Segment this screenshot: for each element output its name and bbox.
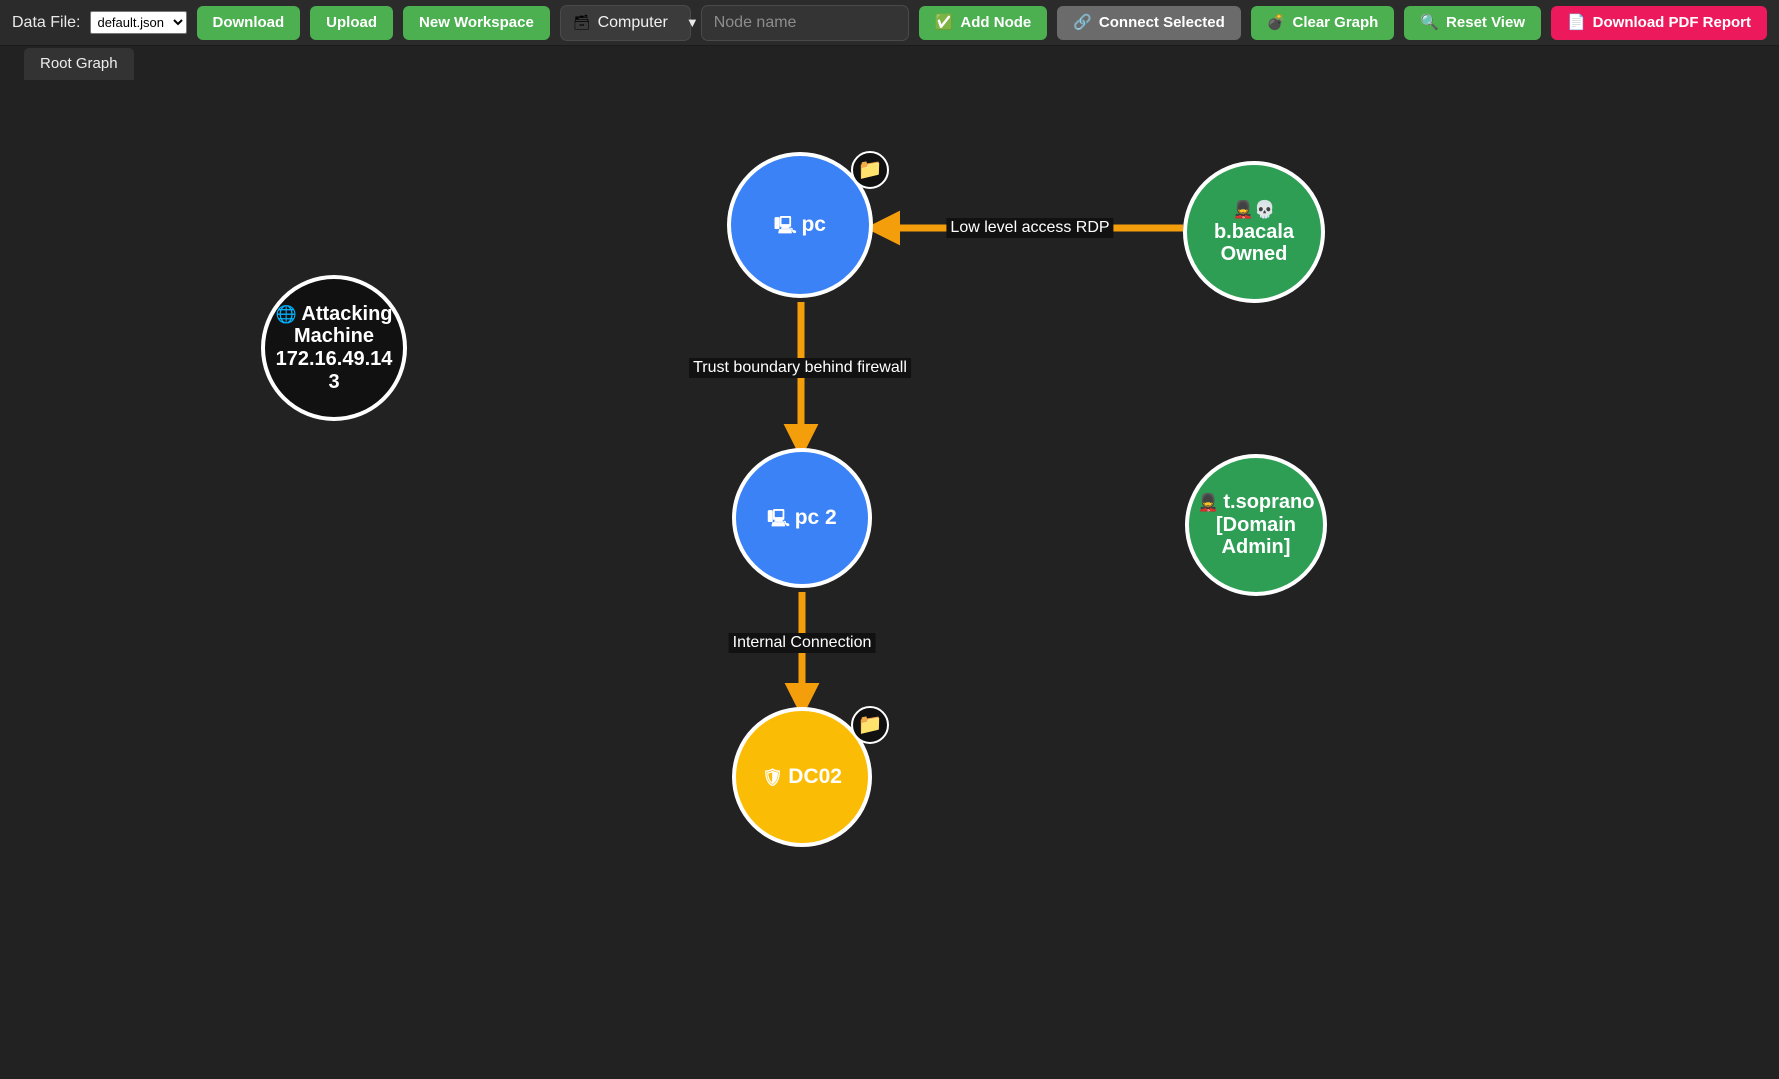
add-node-button[interactable]: ✅ Add Node	[918, 5, 1048, 40]
chevron-down-icon: ▼	[685, 15, 699, 30]
bomb-icon: 💣	[1266, 14, 1286, 31]
add-node-button-label: Add Node	[960, 14, 1032, 31]
globe-emoji: 🌐	[275, 304, 302, 324]
folder-badge-icon[interactable]: 📁	[851, 150, 890, 189]
toolbar: Data File: default.json Download Upload …	[0, 0, 1779, 46]
download-pdf-report-button-label: Download PDF Report	[1592, 14, 1751, 31]
graph-node-tsoprano[interactable]: 💂 t.soprano [Domain Admin]	[1185, 454, 1327, 596]
reset-view-button-label: Reset View	[1446, 14, 1525, 31]
edge-label[interactable]: Internal Connection	[728, 633, 876, 653]
magnifier-icon: 🔍	[1420, 14, 1440, 31]
server-emoji: 🖳	[767, 509, 795, 529]
connect-selected-button-label: Connect Selected	[1098, 14, 1225, 31]
node-label: 💂 t.soprano [Domain Admin]	[1197, 491, 1315, 559]
download-button[interactable]: Download	[196, 5, 301, 40]
node-label: 🖳 pc 2	[767, 506, 837, 530]
download-pdf-report-button[interactable]: 📄 Download PDF Report	[1550, 5, 1767, 40]
node-label: 💂💀 b.bacala Owned	[1213, 200, 1295, 266]
user-skull-emoji: 💂💀	[1232, 200, 1276, 220]
check-box-icon: ✅	[934, 14, 954, 31]
tab-strip: Root Graph	[0, 46, 1779, 80]
node-label: 🛡 DC02	[761, 765, 842, 789]
graph-node-attacker[interactable]: 🌐 Attacking Machine 172.16.49.143	[261, 275, 407, 421]
upload-button[interactable]: Upload	[310, 5, 394, 40]
node-type-select[interactable]: 🗃 Computer ▼	[559, 4, 699, 41]
link-icon: 🔗	[1073, 14, 1092, 31]
new-workspace-button[interactable]: New Workspace	[403, 5, 550, 40]
connect-selected-button[interactable]: 🔗 Connect Selected	[1057, 5, 1241, 40]
data-file-label: Data File:	[12, 13, 81, 31]
edge-label[interactable]: Trust boundary behind firewall	[689, 358, 911, 378]
clear-graph-button[interactable]: 💣 Clear Graph	[1250, 5, 1395, 40]
edge-layer	[783, 210, 1183, 718]
graph-node-pc2[interactable]: 🖳 pc 2	[732, 448, 872, 588]
folder-badge-icon[interactable]: 📁	[851, 705, 889, 744]
download-button-label: Download	[212, 14, 285, 31]
reset-view-button[interactable]: 🔍 Reset View	[1404, 5, 1541, 40]
page-icon: 📄	[1566, 14, 1586, 31]
graph-node-dc02[interactable]: 🛡 DC02	[732, 707, 872, 847]
data-file-select[interactable]: default.json	[90, 11, 187, 34]
new-workspace-button-label: New Workspace	[419, 14, 534, 31]
server-icon: 🗃	[572, 14, 591, 30]
user-emoji: 💂	[1197, 493, 1224, 513]
edge-label[interactable]: Low level access RDP	[946, 218, 1114, 238]
node-label: 🖳 pc	[774, 213, 826, 237]
graph-node-bbacala[interactable]: 💂💀 b.bacala Owned	[1183, 161, 1325, 303]
shield-emoji: 🛡	[761, 768, 789, 788]
server-emoji: 🖳	[774, 216, 802, 236]
node-label: 🌐 Attacking Machine 172.16.49.143	[275, 302, 393, 393]
upload-button-label: Upload	[326, 14, 378, 31]
tab-root-graph[interactable]: Root Graph	[24, 48, 134, 80]
node-name-input[interactable]	[700, 4, 909, 41]
clear-graph-button-label: Clear Graph	[1292, 14, 1379, 31]
graph-canvas[interactable]: 🌐 Attacking Machine 172.16.49.143 🖳 pc 📁 💂💀…	[0, 78, 1779, 1079]
node-type-value: Computer	[597, 13, 668, 31]
